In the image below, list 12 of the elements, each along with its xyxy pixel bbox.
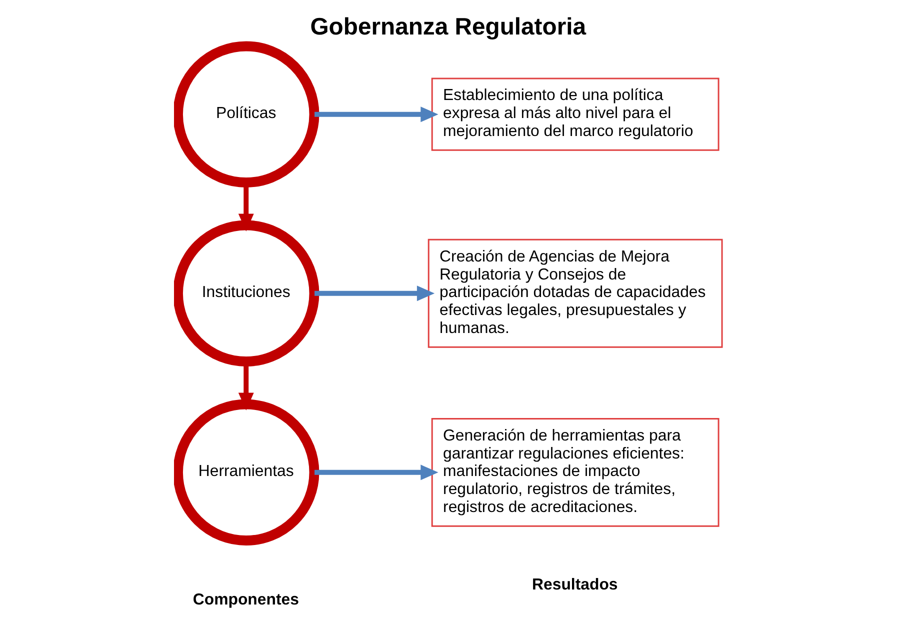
node-box: Establecimiento de una política expresa al más alto nivel para el mejoramiento del marco regulatorio	[430, 78, 719, 151]
arrow	[314, 106, 438, 122]
node-circle: Instituciones	[174, 220, 319, 366]
label: Resultados	[532, 576, 618, 594]
node-circle: Políticas	[174, 41, 319, 188]
arrow	[314, 286, 434, 302]
node-box: Creación de Agencias de Mejora Regulatoria y Consejos de participación dotadas de capacidades efectivas legales, presupuestales y humanas.	[427, 238, 722, 348]
diagram-title: Gobernanza Regulatoria	[310, 13, 586, 40]
arrow	[314, 464, 438, 480]
node-box: Generación de herramientas para garantizar regulaciones eficientes: manifestaciones de impacto regulatorio, registros de trámites, registros de acreditaciones.	[430, 418, 719, 527]
label: Componentes	[192, 591, 298, 608]
node-circle: Herramientas	[174, 399, 319, 546]
